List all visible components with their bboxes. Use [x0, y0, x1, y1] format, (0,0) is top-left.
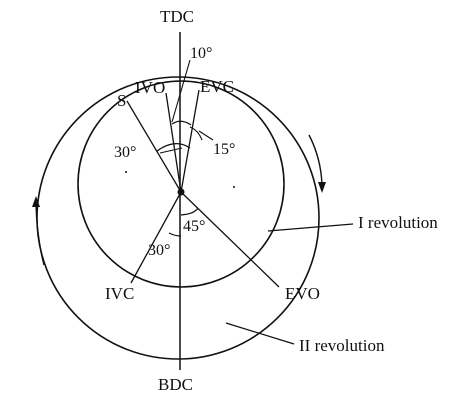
second-revolution-label: II revolution [299, 336, 385, 355]
evo-label: EVO [285, 284, 320, 303]
center-dot [177, 188, 185, 196]
angle-evo-fortyfive: 45° [183, 218, 205, 235]
ten-degree-leader [171, 59, 191, 123]
ivo-line [165, 92, 182, 193]
inner-circle-first-revolution [77, 80, 285, 288]
evo-line [180, 191, 280, 288]
bdc-label: BDC [158, 375, 193, 394]
rotation-arrowhead-left-icon [32, 196, 40, 207]
leader-thirty-top [159, 147, 183, 154]
leader-second-revolution [225, 322, 295, 345]
ivo-label: IVO [135, 78, 165, 97]
leader-fifteen [198, 130, 214, 141]
arc-fifteen [189, 126, 203, 141]
angle-ivc-thirty: 30° [148, 242, 170, 259]
evc-label: EVC [200, 77, 234, 96]
ivc-label: IVC [105, 284, 134, 303]
tdc-label: TDC [160, 7, 194, 26]
outer-circle-second-revolution [36, 76, 320, 360]
angle-ivo-ten: 10° [190, 45, 212, 62]
arc-ivc-thirty [168, 232, 182, 237]
rotation-arrow-left [35, 204, 45, 266]
angle-evc-fifteen: 15° [213, 141, 235, 158]
speck-left [125, 171, 127, 173]
first-revolution-label: I revolution [358, 213, 438, 232]
evc-line [180, 89, 200, 193]
s-line [126, 100, 182, 193]
leader-first-revolution [267, 223, 354, 232]
clockwise-arrow-right [308, 134, 323, 186]
angle-s-thirty: 30° [114, 144, 136, 161]
clockwise-arrowhead-icon [318, 182, 326, 193]
arc-evo-fortyfive [180, 207, 199, 216]
arc-s-thirty [156, 143, 191, 152]
ivc-line [130, 191, 182, 284]
speck-right [233, 186, 235, 188]
arc-ivo-evc [171, 120, 192, 126]
s-label: S [117, 91, 126, 110]
